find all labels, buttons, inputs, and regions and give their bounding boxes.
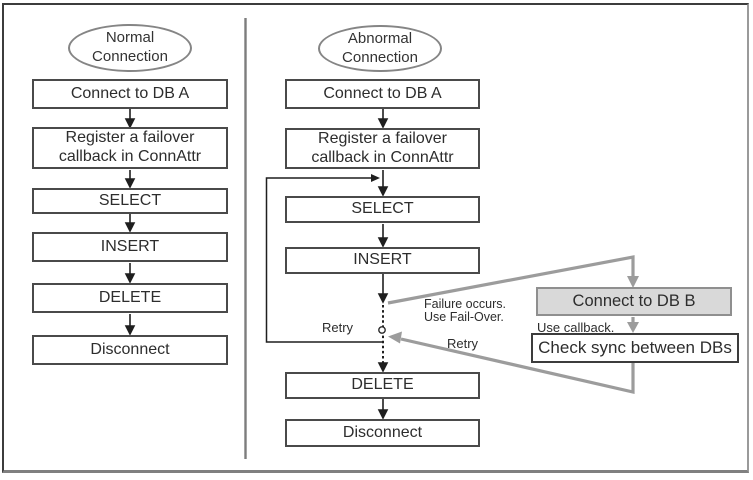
abnormal-flow-arrows [377,109,389,420]
gray-retry-arrowhead [388,331,402,344]
failure-to-dbb-line [387,255,635,305]
failure-annotation-line2: Use Fail-Over. [424,310,504,325]
abnormal-step-disconnect: Disconnect [285,419,480,447]
use-callback-label: Use callback. [537,320,615,335]
abnormal-connection-oval: Abnormal Connection [318,25,442,72]
failure-annotation: Failure occurs. Use Fail-Over. [424,297,506,325]
sync-entry-arrowhead [627,322,639,333]
normal-step-select: SELECT [32,188,228,214]
failure-annotation-line1: Failure occurs. [424,297,506,311]
failover-step-connect-db-b: Connect to DB B [536,287,732,316]
retry-label-left: Retry [322,320,354,335]
normal-step-delete: DELETE [32,283,228,313]
abnormal-step-select: SELECT [285,196,480,223]
dbb-entry-arrowhead [627,276,639,288]
outer-frame [2,3,749,473]
failover-step-check-sync: Check sync between DBs [531,333,739,363]
abnormal-step-insert: INSERT [285,247,480,274]
retry-junction-node [378,326,386,334]
retry-loop-line [265,177,382,343]
retry-label-right: Retry [447,336,479,351]
failure-point-arrowhead [377,293,389,304]
normal-step-disconnect: Disconnect [32,335,228,365]
normal-flow-arrows [124,109,136,336]
normal-step-connect-db-a: Connect to DB A [32,79,228,109]
normal-connection-oval: Normal Connection [68,24,192,72]
abnormal-step-register-callback: Register a failover callback in ConnAttr [285,128,480,169]
retry-loop [265,174,386,343]
sync-retry-return-line [400,337,635,395]
abnormal-step-connect-db-a: Connect to DB A [285,79,480,109]
abnormal-step-delete: DELETE [285,372,480,399]
normal-step-register-callback: Register a failover callback in ConnAttr [32,127,228,169]
failover-gray-arrowheads [388,276,639,344]
retry-loop-arrowhead [371,174,380,182]
normal-step-insert: INSERT [32,232,228,262]
